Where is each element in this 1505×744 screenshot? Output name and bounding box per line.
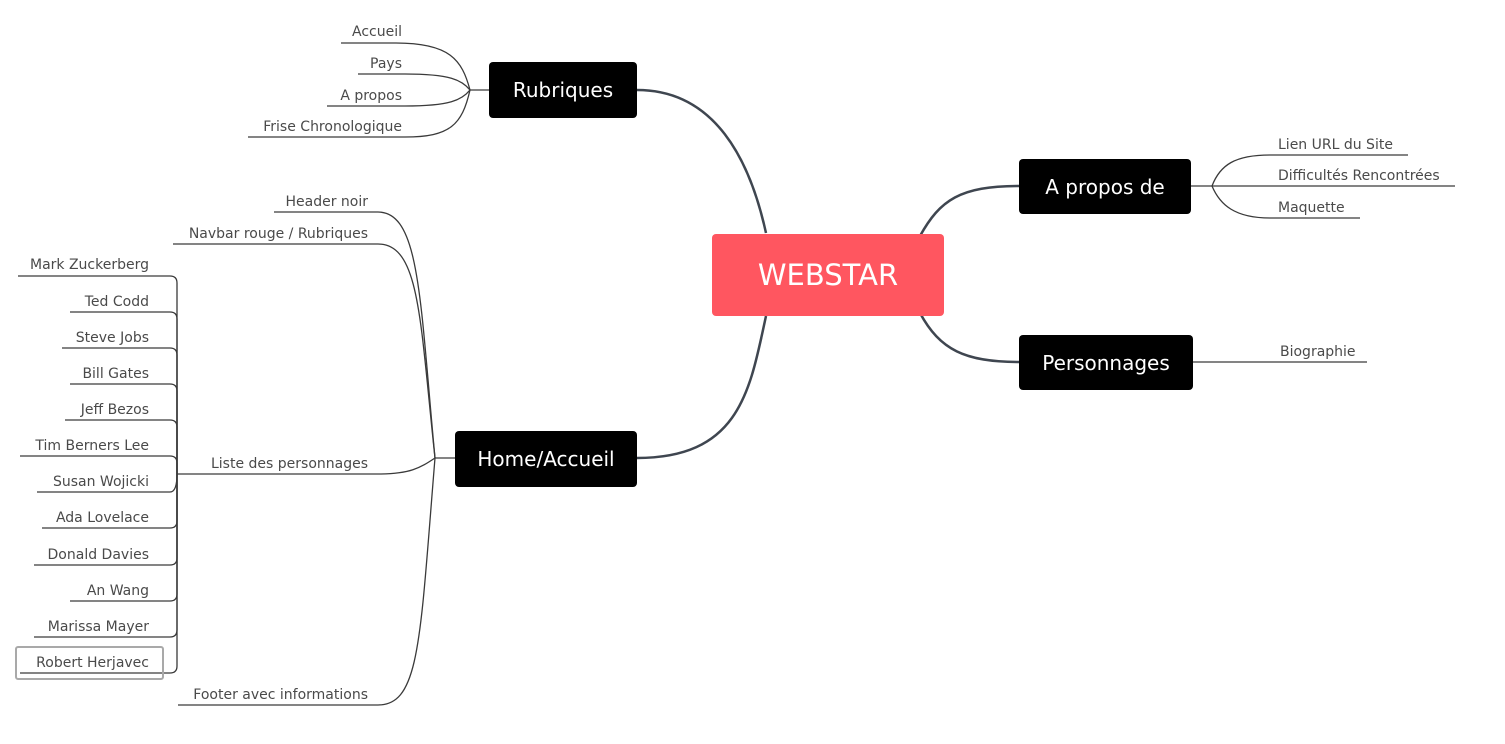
apropos-connectors (1191, 154, 1455, 219)
branch-apropos[interactable]: A propos de (1019, 159, 1191, 214)
person-ted-codd[interactable]: Ted Codd (84, 294, 149, 310)
main-connectors (636, 88, 1020, 460)
root-node[interactable]: WEBSTAR (712, 234, 944, 316)
leaf-biographie[interactable]: Biographie (1280, 344, 1356, 360)
branch-home[interactable]: Home/Accueil (455, 431, 637, 487)
branch-apropos-label: A propos de (1045, 174, 1165, 199)
selected-node-frame (15, 646, 164, 680)
leaf-lien-url[interactable]: Lien URL du Site (1278, 137, 1393, 153)
leaf-difficultes[interactable]: Difficultés Rencontrées (1278, 168, 1440, 184)
branch-personnages-label: Personnages (1042, 350, 1170, 375)
home-connectors (173, 211, 455, 706)
leaf-maquette[interactable]: Maquette (1278, 200, 1345, 216)
person-susan-wojicki[interactable]: Susan Wojicki (52, 474, 149, 490)
root-label: WEBSTAR (757, 258, 899, 292)
connector-apropos (918, 184, 1020, 237)
person-steve-jobs[interactable]: Steve Jobs (75, 330, 149, 346)
person-ada-lovelace[interactable]: Ada Lovelace (55, 510, 149, 526)
connector-home (636, 315, 768, 460)
person-marissa-mayer[interactable]: Marissa Mayer (47, 619, 149, 635)
person-donald-davies[interactable]: Donald Davies (47, 547, 149, 563)
branch-rubriques[interactable]: Rubriques (489, 62, 637, 118)
leaf-footer[interactable]: Footer avec informations (193, 687, 368, 703)
connector-personnages (918, 312, 1020, 364)
person-jeff-bezos[interactable]: Jeff Bezos (80, 402, 149, 418)
leaf-pays[interactable]: Pays (370, 56, 402, 72)
liste-connectors (18, 275, 198, 674)
leaf-liste-personnages[interactable]: Liste des personnages (210, 456, 368, 472)
person-mark-zuckerberg[interactable]: Mark Zuckerberg (29, 257, 149, 273)
connector-rubriques (636, 88, 768, 234)
leaf-navbar-rouge[interactable]: Navbar rouge / Rubriques (188, 226, 368, 242)
leaf-header-noir[interactable]: Header noir (285, 194, 368, 210)
person-an-wang[interactable]: An Wang (86, 583, 149, 599)
branch-personnages[interactable]: Personnages (1019, 335, 1193, 390)
leaf-accueil[interactable]: Accueil (352, 24, 402, 40)
person-bill-gates[interactable]: Bill Gates (82, 366, 149, 382)
person-robert-herjavec[interactable]: Robert Herjavec (36, 655, 149, 671)
branch-home-label: Home/Accueil (477, 447, 615, 471)
branch-rubriques-label: Rubriques (512, 78, 614, 102)
rubriques-connectors (248, 42, 489, 138)
person-tim-berners-lee[interactable]: Tim Berners Lee (35, 438, 149, 454)
leaf-apropos[interactable]: A propos (340, 88, 402, 104)
leaf-frise-chronologique[interactable]: Frise Chronologique (263, 119, 402, 135)
